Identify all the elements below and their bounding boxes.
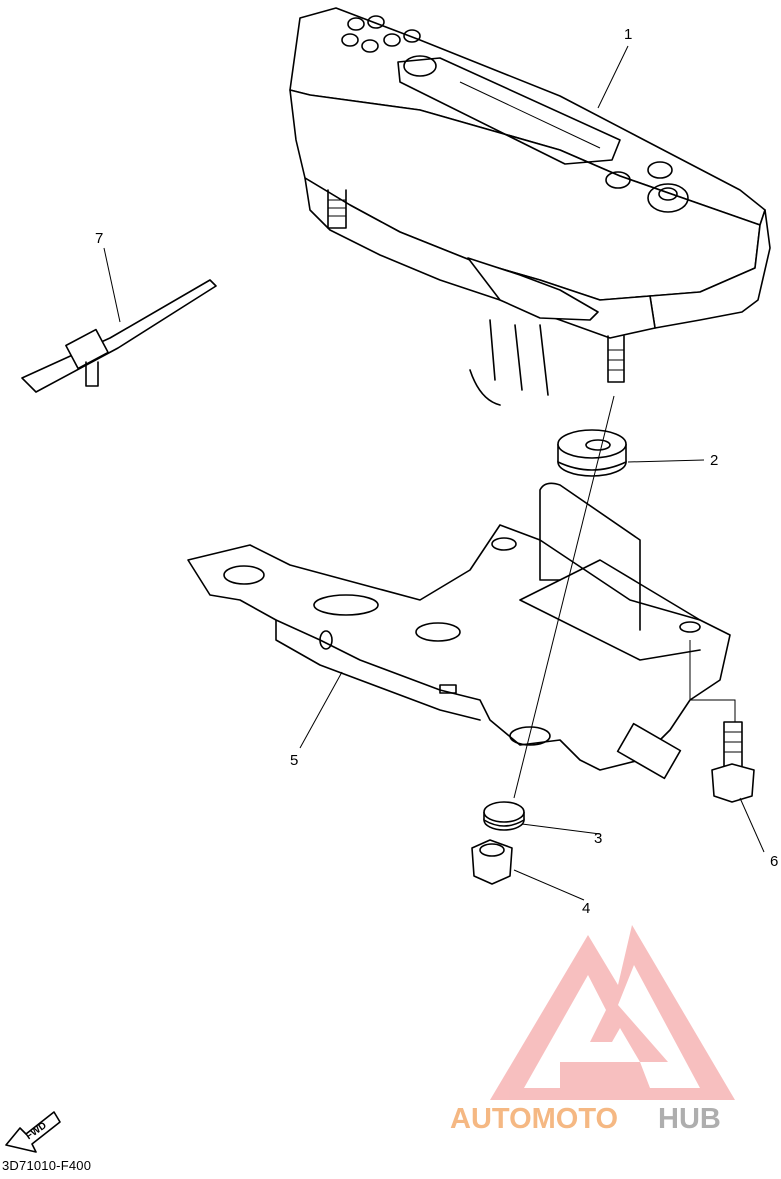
nut bbox=[471, 839, 513, 885]
watermark-text-hub: HUB bbox=[658, 1103, 721, 1135]
bolt bbox=[711, 721, 755, 803]
grommet bbox=[557, 429, 627, 477]
meter-assembly bbox=[289, 7, 771, 406]
cable-tie bbox=[21, 279, 217, 393]
callout-1: 1 bbox=[624, 26, 633, 43]
washer bbox=[483, 801, 525, 831]
callout-4: 4 bbox=[582, 900, 591, 917]
leader-lines bbox=[103, 45, 765, 901]
callout-6: 6 bbox=[770, 853, 779, 870]
watermark-logo-icon bbox=[490, 925, 735, 1100]
part-code: 3D71010-F400 bbox=[2, 1158, 92, 1173]
meter-bracket bbox=[187, 482, 731, 780]
callout-3: 3 bbox=[594, 830, 603, 847]
callout-5: 5 bbox=[290, 752, 299, 769]
watermark-text-automoto: AUTOMOTO bbox=[450, 1103, 618, 1135]
fwd-arrow-icon: FWD bbox=[5, 1111, 61, 1153]
callout-7: 7 bbox=[95, 230, 104, 247]
callout-2: 2 bbox=[710, 452, 719, 469]
